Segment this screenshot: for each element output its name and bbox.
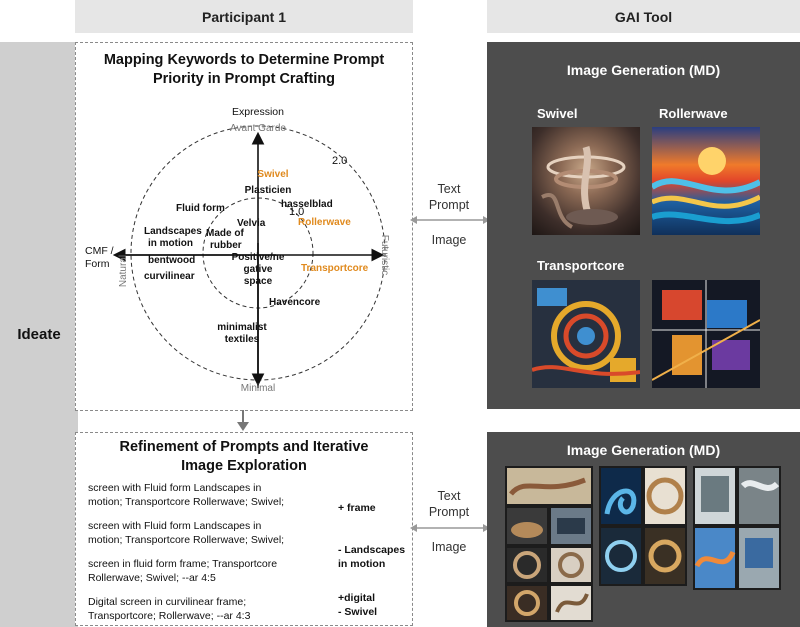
text-prompt-2-line2: Prompt [428, 505, 470, 519]
participant-header: Participant 1 [75, 0, 413, 33]
prompt-2: screen with Fluid form Landscapes in mot… [88, 519, 328, 547]
transportcore-image-2 [652, 280, 760, 388]
keyword-positive-ne: Positive/ne [232, 252, 285, 263]
keyword-space: space [244, 276, 273, 287]
keyword-map: Expression Avant Garde Minimal CMF / For… [85, 106, 390, 394]
refinement-title-line2: Image Exploration [181, 458, 307, 474]
image-label-2: Image [414, 539, 484, 555]
ring-inner-label: 1.0 [289, 206, 304, 218]
axis-right-sub: Futuristic [379, 235, 390, 276]
image-label-1: Image [414, 232, 484, 248]
prompt-3: screen in fluid form frame; Transportcor… [88, 557, 328, 585]
text-prompt-2-line1: Text [437, 489, 461, 503]
keyword-textiles: textiles [225, 334, 260, 345]
mapping-title-line2: Priority in Prompt Crafting [152, 71, 336, 87]
keyword-transportcore: Transportcore [301, 263, 369, 274]
change-2-line1: - Landscapes [338, 544, 406, 556]
ring-outer-label: 2.0 [332, 155, 347, 167]
keyword-in-motion: in motion [148, 238, 193, 249]
exchange-arrow-1 [410, 216, 490, 224]
keyword-made-of: Made of [206, 228, 244, 239]
axis-left-name2: Form [85, 258, 110, 270]
text-prompt-label-1: Text Prompt [414, 181, 484, 213]
text-prompt-line1: Text [437, 182, 461, 196]
axis-top-name: Expression [232, 106, 284, 118]
prompt-4-line2: Transportcore; Rollerwave; --ar 4:3 [88, 610, 251, 622]
keyword-havencore: Havencore [269, 297, 321, 308]
keyword-group: Swivel Plasticien hasselblad Fluid form … [144, 169, 369, 345]
keyword-landscapes: Landscapes [144, 226, 202, 237]
ideate-stage-band: Ideate [0, 42, 78, 627]
keyword-fluid-form: Fluid form [176, 203, 225, 214]
prompt-3-line2: Rollerwave; Swivel; --ar 4:5 [88, 572, 216, 584]
exploration-grid-3 [693, 466, 781, 590]
prompt-2-line2: motion; Transportcore Rollerwave; Swivel… [88, 534, 285, 546]
exchange-arrow-2 [410, 524, 490, 532]
axis-bottom: Minimal [241, 383, 275, 394]
image-generation-panel-1: Image Generation (MD) Swivel Rollerwave … [487, 42, 800, 409]
prompt-2-line1: screen with Fluid form Landscapes in [88, 520, 262, 532]
prompt-4: Digital screen in curvilinear frame; Tra… [88, 595, 328, 623]
refinement-box: Refinement of Prompts and Iterative Imag… [75, 432, 413, 626]
keyword-bentwood: bentwood [148, 255, 195, 266]
change-1: + frame [338, 501, 376, 515]
prompt-1: screen with Fluid form Landscapes in mot… [88, 481, 328, 509]
mapping-box: Mapping Keywords to Determine Prompt Pri… [75, 42, 413, 411]
change-3-line2: - Swivel [338, 606, 378, 618]
label-rollerwave: Rollerwave [659, 106, 728, 121]
axis-top-sub: Avant Garde [230, 123, 286, 134]
ideate-label: Ideate [17, 326, 61, 343]
keyword-minimalist: minimalist [217, 322, 267, 333]
image-label-2-text: Image [431, 540, 467, 554]
keyword-velvia: Velvia [237, 218, 266, 229]
change-3-line1: +digital [338, 592, 376, 604]
label-transportcore: Transportcore [537, 258, 625, 273]
keyword-rubber: rubber [210, 240, 242, 251]
prompt-1-line2: motion; Transportcore Rollerwave; Swivel… [88, 496, 285, 508]
down-connector [237, 410, 249, 431]
generation-1-title: Image Generation (MD) [566, 62, 721, 78]
text-prompt-line2: Prompt [428, 198, 470, 212]
change-1-line1: + frame [338, 502, 376, 514]
swivel-image [532, 127, 640, 235]
rollerwave-image [652, 127, 760, 235]
keyword-rollerwave: Rollerwave [298, 217, 351, 228]
image-generation-panel-2: Image Generation (MD) [487, 432, 800, 627]
change-3: +digital - Swivel [338, 591, 377, 619]
generation-2-title: Image Generation (MD) [566, 442, 721, 458]
prompt-1-line1: screen with Fluid form Landscapes in [88, 482, 262, 494]
text-prompt-label-2: Text Prompt [414, 488, 484, 520]
mapping-title-line1: Mapping Keywords to Determine Prompt [103, 52, 385, 68]
exploration-grid-1 [505, 466, 593, 622]
prompt-3-line1: screen in fluid form frame; Transportcor… [88, 558, 278, 570]
exploration-grid-2 [599, 466, 687, 586]
axis-left-name: CMF / [85, 245, 114, 257]
keyword-gative: gative [244, 264, 273, 275]
gai-tool-header-label: GAI Tool [614, 8, 673, 25]
keyword-plasticien: Plasticien [245, 185, 292, 196]
prompt-4-line1: Digital screen in curvilinear frame; [88, 596, 247, 608]
image-label-1-text: Image [431, 233, 467, 247]
change-2-line2: in motion [338, 558, 386, 570]
gai-tool-header: GAI Tool [487, 0, 800, 33]
keyword-swivel: Swivel [257, 169, 288, 180]
keyword-curvilinear: curvilinear [144, 271, 195, 282]
transportcore-image-1 [532, 280, 640, 388]
participant-header-label: Participant 1 [201, 8, 287, 25]
change-2: - Landscapes in motion [338, 543, 405, 571]
axis-left-sub: Natural [118, 255, 129, 287]
keyword-hasselblad: hasselblad [281, 199, 333, 210]
label-swivel: Swivel [537, 106, 578, 121]
refinement-title-line1: Refinement of Prompts and Iterative [119, 439, 369, 455]
refinement-title: Refinement of Prompts and Iterative Imag… [76, 438, 412, 476]
mapping-title: Mapping Keywords to Determine Prompt Pri… [76, 51, 412, 89]
